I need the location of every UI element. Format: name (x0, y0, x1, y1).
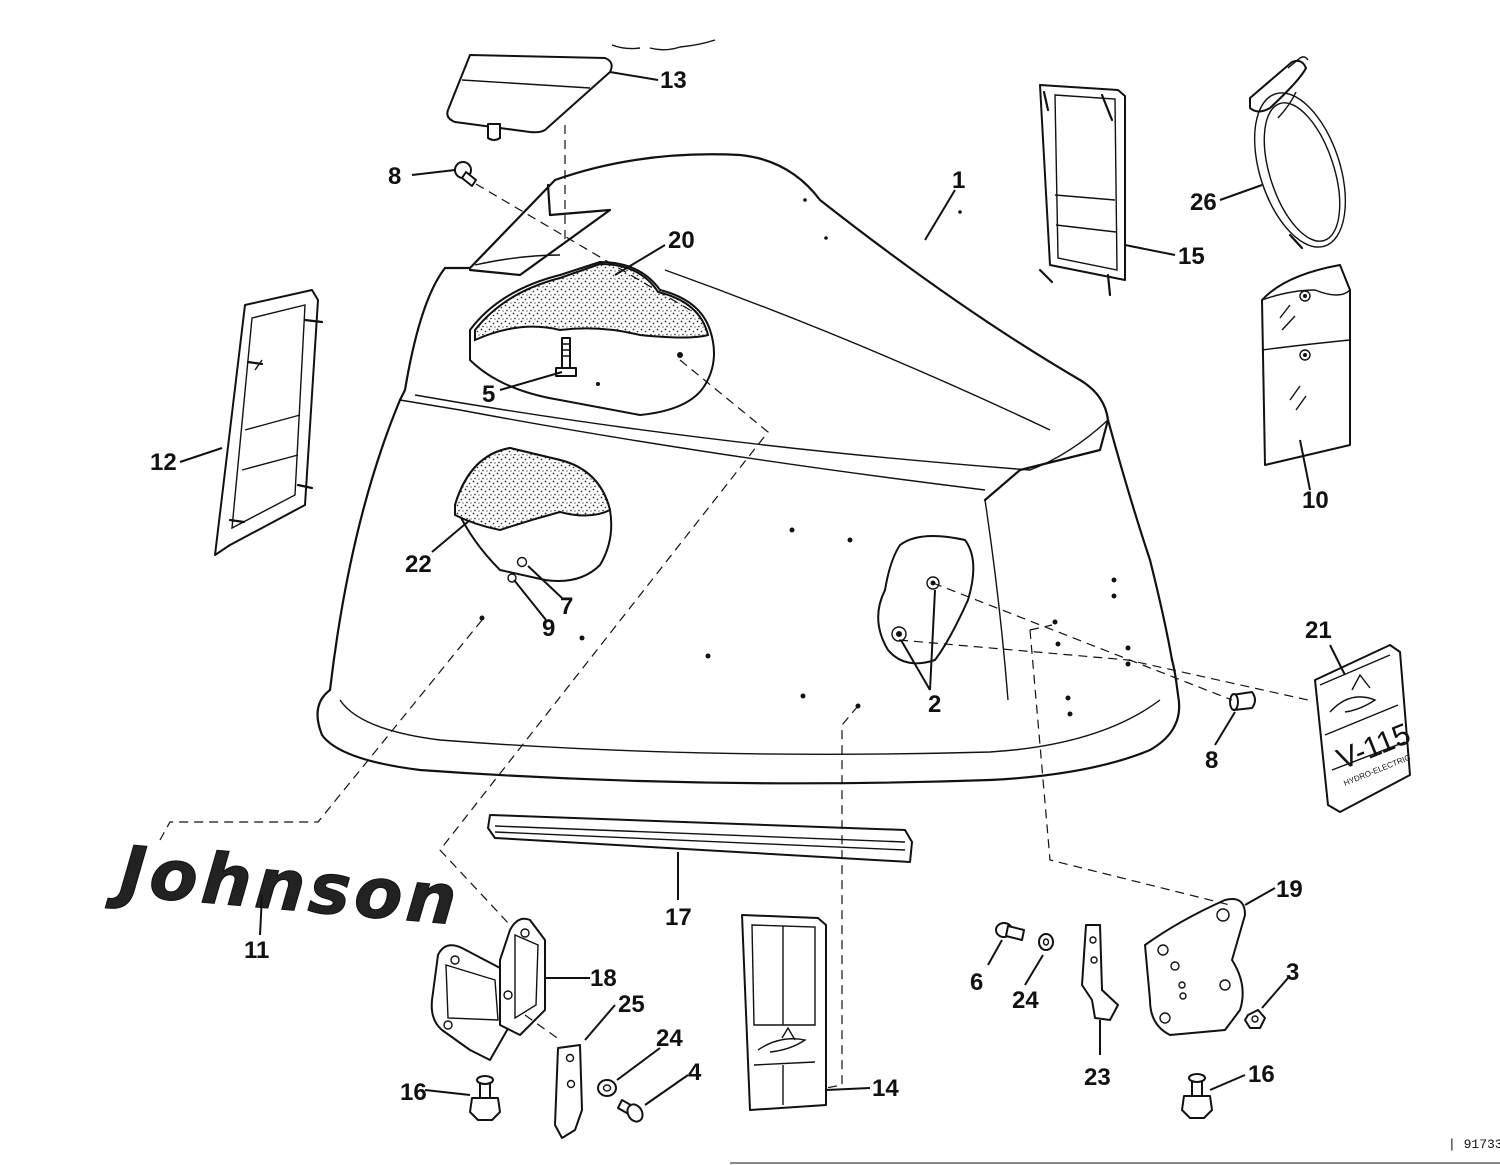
brand-logo-text: Johnson (105, 829, 464, 941)
assembly-lines (159, 125, 1309, 1089)
screw-part-8-top (454, 161, 477, 187)
callout-22: 22 (405, 551, 432, 578)
callout-19: 19 (1276, 876, 1303, 903)
callout-14: 14 (872, 1075, 899, 1102)
screw-part-6 (995, 922, 1025, 941)
callout-8-top: 8 (388, 163, 401, 190)
fastener-part-16-left (469, 1075, 501, 1121)
callout-24-left: 24 (656, 1025, 683, 1052)
screw-part-4 (617, 1099, 644, 1123)
pouch-part-10 (1261, 264, 1351, 466)
seal-strip-part-17 (487, 814, 913, 863)
callout-23: 23 (1084, 1064, 1111, 1091)
callout-20: 20 (668, 227, 695, 254)
callout-15: 15 (1178, 243, 1205, 270)
bracket-part-23 (1081, 924, 1119, 1021)
catalog-number: | 91733 (1448, 1137, 1500, 1152)
callout-7: 7 (560, 593, 573, 620)
callout-labels: 1 2 3 4 5 6 7 8 8 9 10 11 12 13 14 15 16… (150, 67, 1332, 1106)
callout-25: 25 (618, 991, 645, 1018)
pin-part-8-right (1229, 691, 1256, 711)
callout-16-right: 16 (1248, 1061, 1275, 1088)
callout-16-left: 16 (400, 1079, 427, 1106)
callout-17: 17 (665, 904, 692, 931)
callout-3: 3 (1286, 959, 1299, 986)
callout-11: 11 (244, 937, 269, 964)
cord-part-26 (1249, 56, 1347, 250)
callout-2: 2 (928, 691, 941, 718)
callout-18: 18 (590, 965, 617, 992)
callout-12: 12 (150, 449, 177, 476)
callout-1: 1 (952, 167, 965, 194)
motor-cover-part-1 (316, 153, 1181, 785)
nut-part-3 (1244, 1009, 1266, 1029)
side-panel-part-12 (214, 289, 324, 556)
callout-10: 10 (1302, 487, 1329, 514)
bracket-part-19 (1144, 898, 1246, 1036)
callout-5: 5 (482, 381, 495, 408)
callout-6: 6 (970, 969, 983, 996)
bracket-part-18 (430, 917, 546, 1061)
side-panel-part-15 (1038, 84, 1126, 297)
bracket-part-25 (554, 1044, 583, 1139)
leader-lines (179, 71, 1346, 1106)
fastener-part-16-right (1181, 1073, 1213, 1119)
cutaway-right-washers-part-2 (877, 535, 975, 665)
callout-21: 21 (1305, 617, 1332, 644)
callout-13: 13 (660, 67, 687, 94)
callout-8-right: 8 (1205, 747, 1218, 774)
decal-part-21: V-115 HYDRO-ELECTRIC (1314, 644, 1415, 813)
callout-24-right: 24 (1012, 987, 1039, 1014)
callout-26: 26 (1190, 189, 1217, 216)
cutaway-side-foam-part-22 (454, 446, 613, 583)
top-plate-part-13 (446, 39, 716, 141)
callout-4: 4 (688, 1059, 702, 1086)
cutaway-top-foam-part-20 (469, 261, 715, 416)
washer-part-24-left (597, 1079, 617, 1097)
washer-part-24-right (1038, 933, 1054, 951)
brand-logo-part-11: Johnson (104, 829, 464, 942)
bottom-panel-part-14 (741, 914, 827, 1111)
callout-9: 9 (542, 615, 555, 642)
